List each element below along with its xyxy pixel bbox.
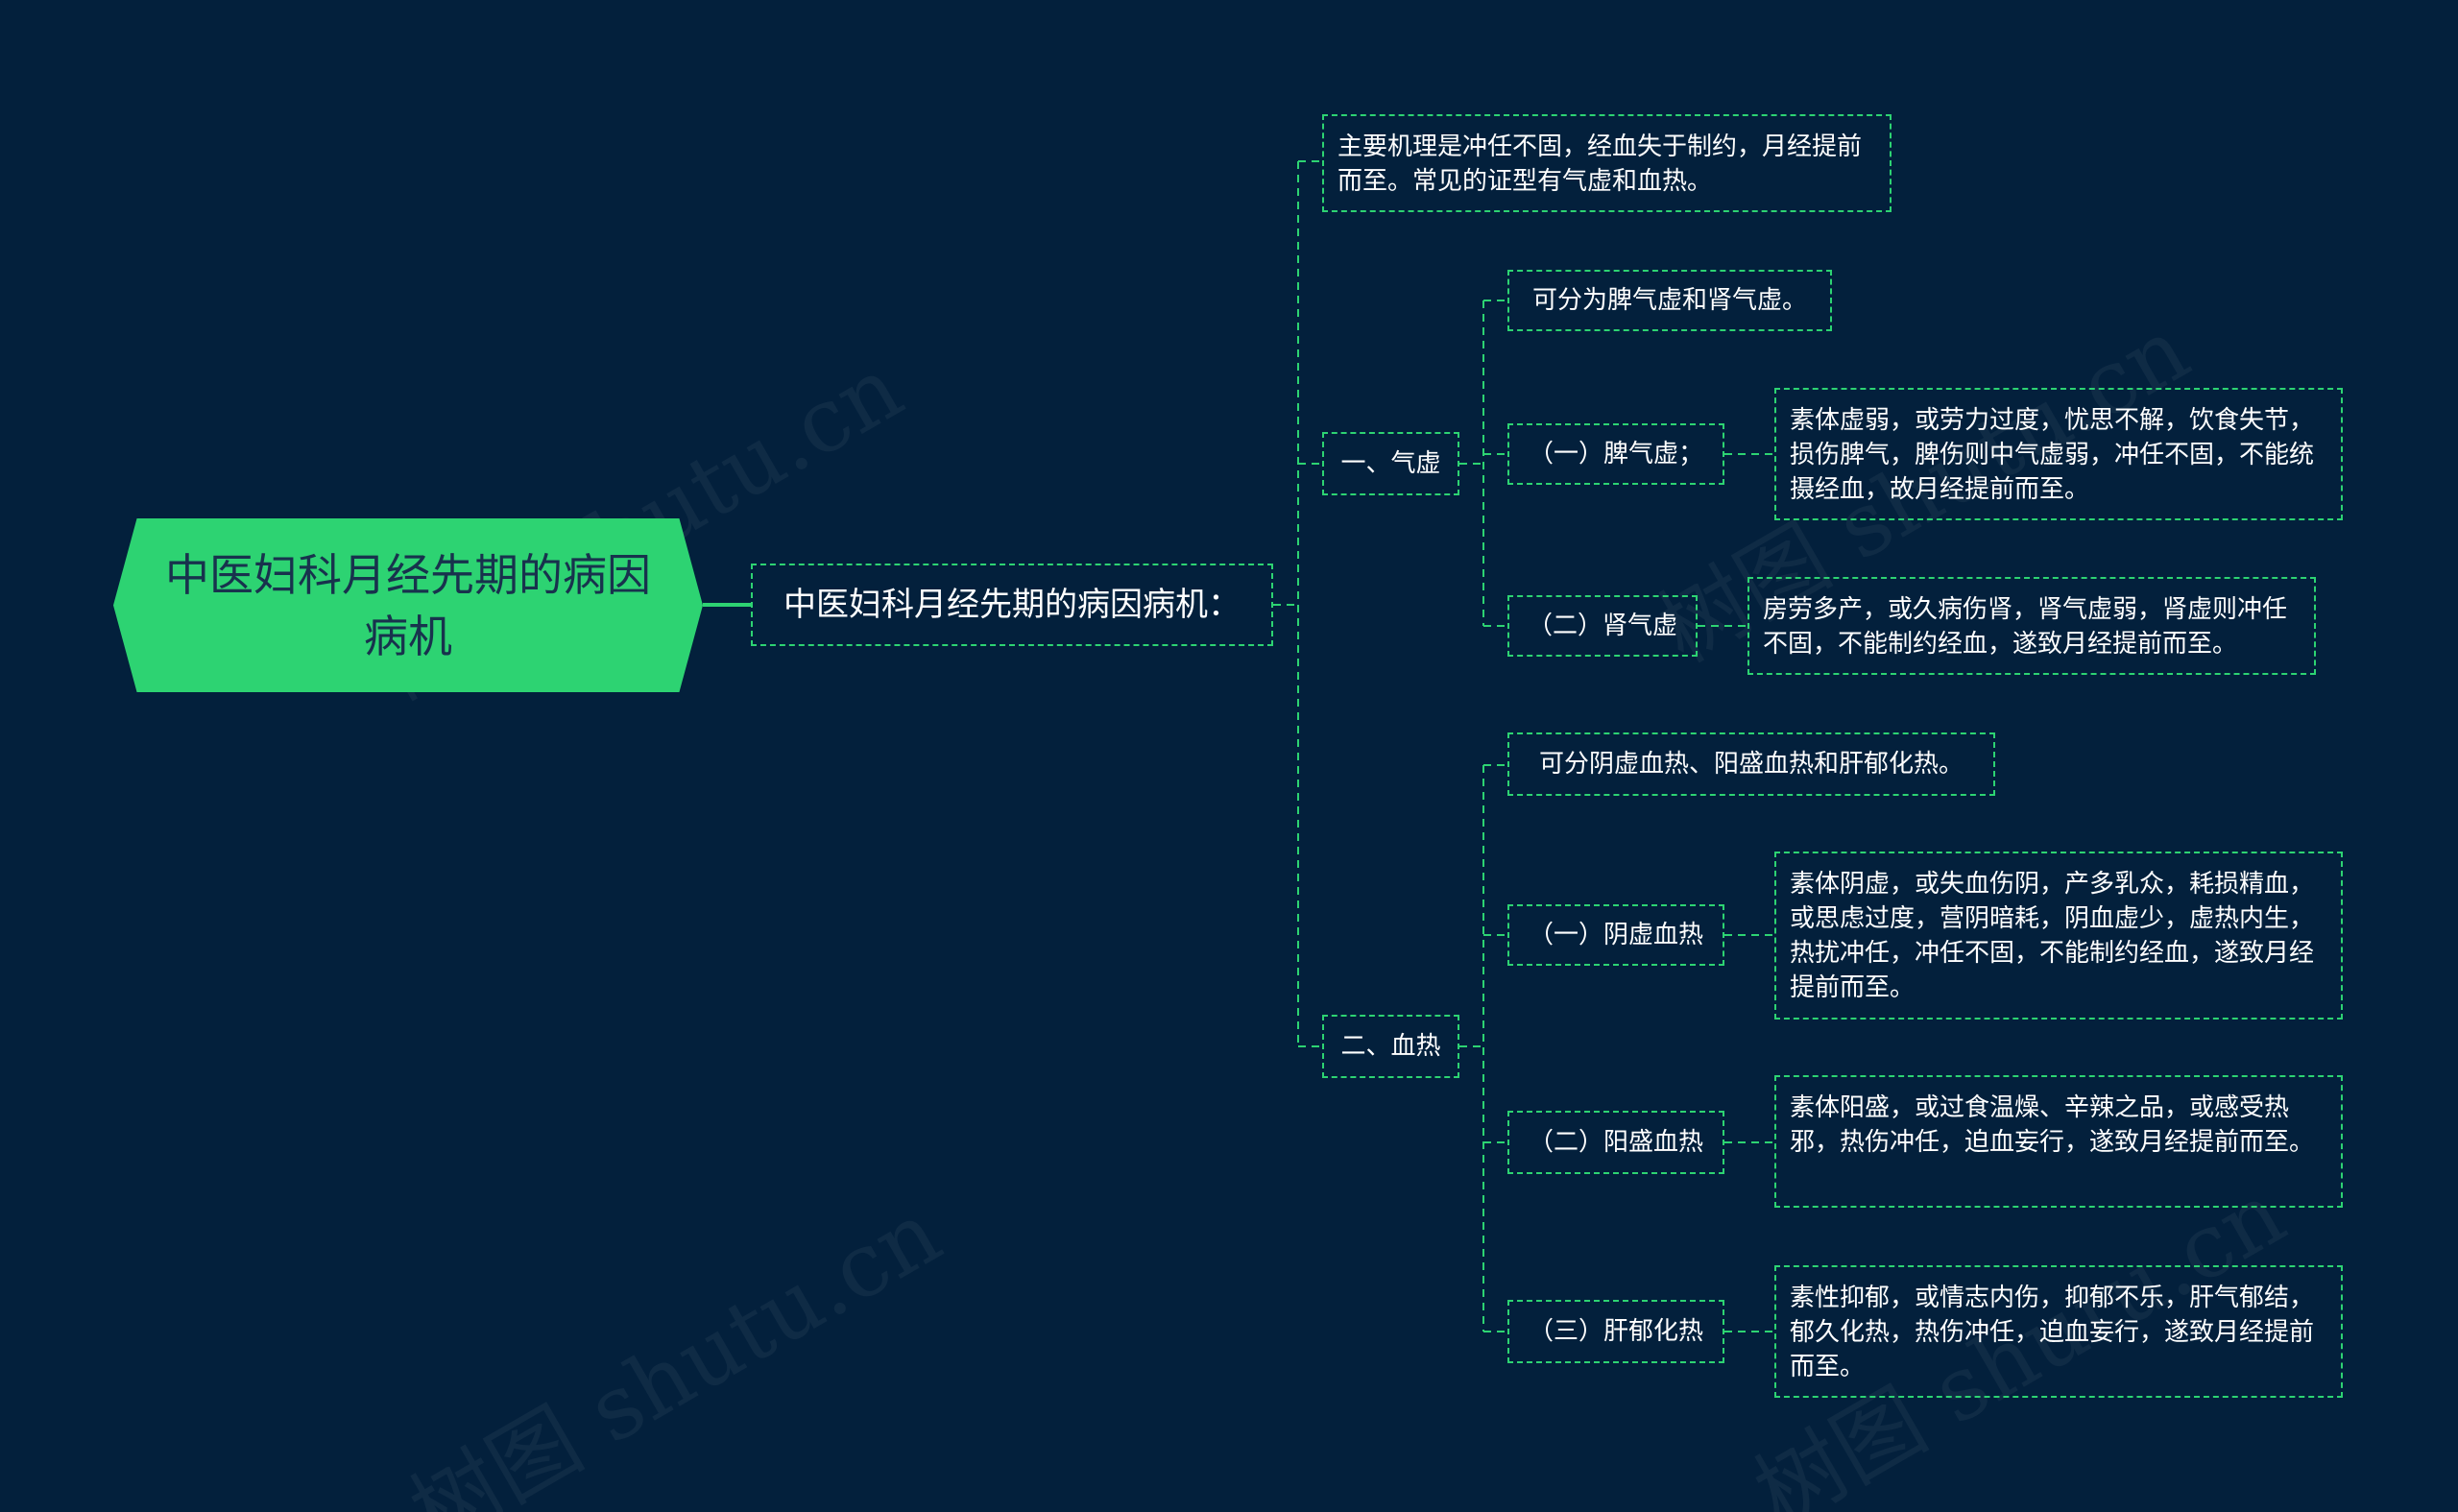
xuere-item-detail-text: 素性抑郁，或情志内伤，抑郁不乐，肝气郁结，郁久化热，热伤冲任，迫血妄行，遂致月经… — [1790, 1284, 2315, 1381]
qixu-node[interactable]: 一、气虚 — [1322, 432, 1459, 495]
main-topic-node[interactable]: 中医妇科月经先期的病因病机： — [751, 564, 1273, 646]
qixu-item-node[interactable]: （一）脾气虚； — [1507, 423, 1724, 485]
connector-qixu-children — [1459, 300, 1507, 627]
xuere-item-detail-node[interactable]: 素性抑郁，或情志内伤，抑郁不乐，肝气郁结，郁久化热，热伤冲任，迫血妄行，遂致月经… — [1774, 1265, 2343, 1398]
xuere-item-detail-node[interactable]: 素体阳盛，或过食温燥、辛辣之品，或感受热邪，热伤冲任，迫血妄行，遂致月经提前而至… — [1774, 1075, 2343, 1208]
xuere-item-label: （二）阳盛血热 — [1528, 1128, 1703, 1157]
qixu-item-detail-text: 素体虚弱，或劳力过度，忧思不解，饮食失节，损伤脾气，脾伤则中气虚弱，冲任不固，不… — [1790, 406, 2315, 504]
qixu-item-node[interactable]: （二）肾气虚 — [1507, 595, 1698, 657]
xuere-label: 二、血热 — [1340, 1032, 1441, 1061]
xuere-item-detail-text: 素体阳盛，或过食温燥、辛辣之品，或感受热邪，热伤冲任，迫血妄行，遂致月经提前而至… — [1790, 1093, 2315, 1157]
qixu-label: 一、气虚 — [1340, 449, 1441, 478]
qixu-item-detail-text: 房劳多产，或久病伤肾，肾气虚弱，肾虚则冲任不固，不能制约经血，遂致月经提前而至。 — [1763, 595, 2288, 659]
xuere-item-detail-node[interactable]: 素体阴虚，或失血伤阴，产多乳众，耗损精血，或思虑过度，营阴暗耗，阴血虚少，虚热内… — [1774, 852, 2343, 1020]
connector-main-branches — [1273, 160, 1322, 1047]
qixu-item-label: （二）肾气虚 — [1527, 612, 1677, 640]
xuere-item-node[interactable]: （一）阴虚血热 — [1507, 904, 1724, 966]
xuere-node[interactable]: 二、血热 — [1322, 1015, 1459, 1078]
xuere-item-node[interactable]: （三）肝郁化热 — [1507, 1300, 1724, 1363]
main-topic-label: 中医妇科月经先期的病因病机： — [783, 586, 1241, 624]
qixu-item-detail-node[interactable]: 房劳多产，或久病伤肾，肾气虚弱，肾虚则冲任不固，不能制约经血，遂致月经提前而至。 — [1747, 577, 2316, 675]
xuere-item-node[interactable]: （二）阳盛血热 — [1507, 1111, 1724, 1174]
root-topic[interactable]: 中医妇科月经先期的病因病机 — [113, 518, 703, 692]
xuere-item-detail-text: 素体阴虚，或失血伤阴，产多乳众，耗损精血，或思虑过度，营阴暗耗，阴血虚少，虚热内… — [1790, 870, 2315, 1002]
qixu-intro-text: 可分为脾气虚和肾气虚。 — [1531, 286, 1807, 315]
qixu-item-label: （一）脾气虚； — [1528, 440, 1703, 468]
qixu-item-detail-node[interactable]: 素体虚弱，或劳力过度，忧思不解，饮食失节，损伤脾气，脾伤则中气虚弱，冲任不固，不… — [1774, 388, 2343, 520]
xuere-intro-text: 可分阴虚血热、阳盛血热和肝郁化热。 — [1538, 750, 1964, 779]
xuere-item-label: （三）肝郁化热 — [1528, 1317, 1703, 1346]
qixu-intro-node[interactable]: 可分为脾气虚和肾气虚。 — [1507, 270, 1832, 331]
root-topic-label: 中医妇科月经先期的病因病机 — [165, 548, 651, 662]
connector-xuere-children — [1459, 764, 1507, 1332]
xuere-item-label: （一）阴虚血热 — [1528, 921, 1703, 949]
xuere-intro-node[interactable]: 可分阴虚血热、阳盛血热和肝郁化热。 — [1507, 732, 1995, 796]
summary-node[interactable]: 主要机理是冲任不固，经血失于制约，月经提前而至。常见的证型有气虚和血热。 — [1322, 114, 1892, 212]
summary-text: 主要机理是冲任不固，经血失于制约，月经提前而至。常见的证型有气虚和血热。 — [1337, 132, 1863, 196]
